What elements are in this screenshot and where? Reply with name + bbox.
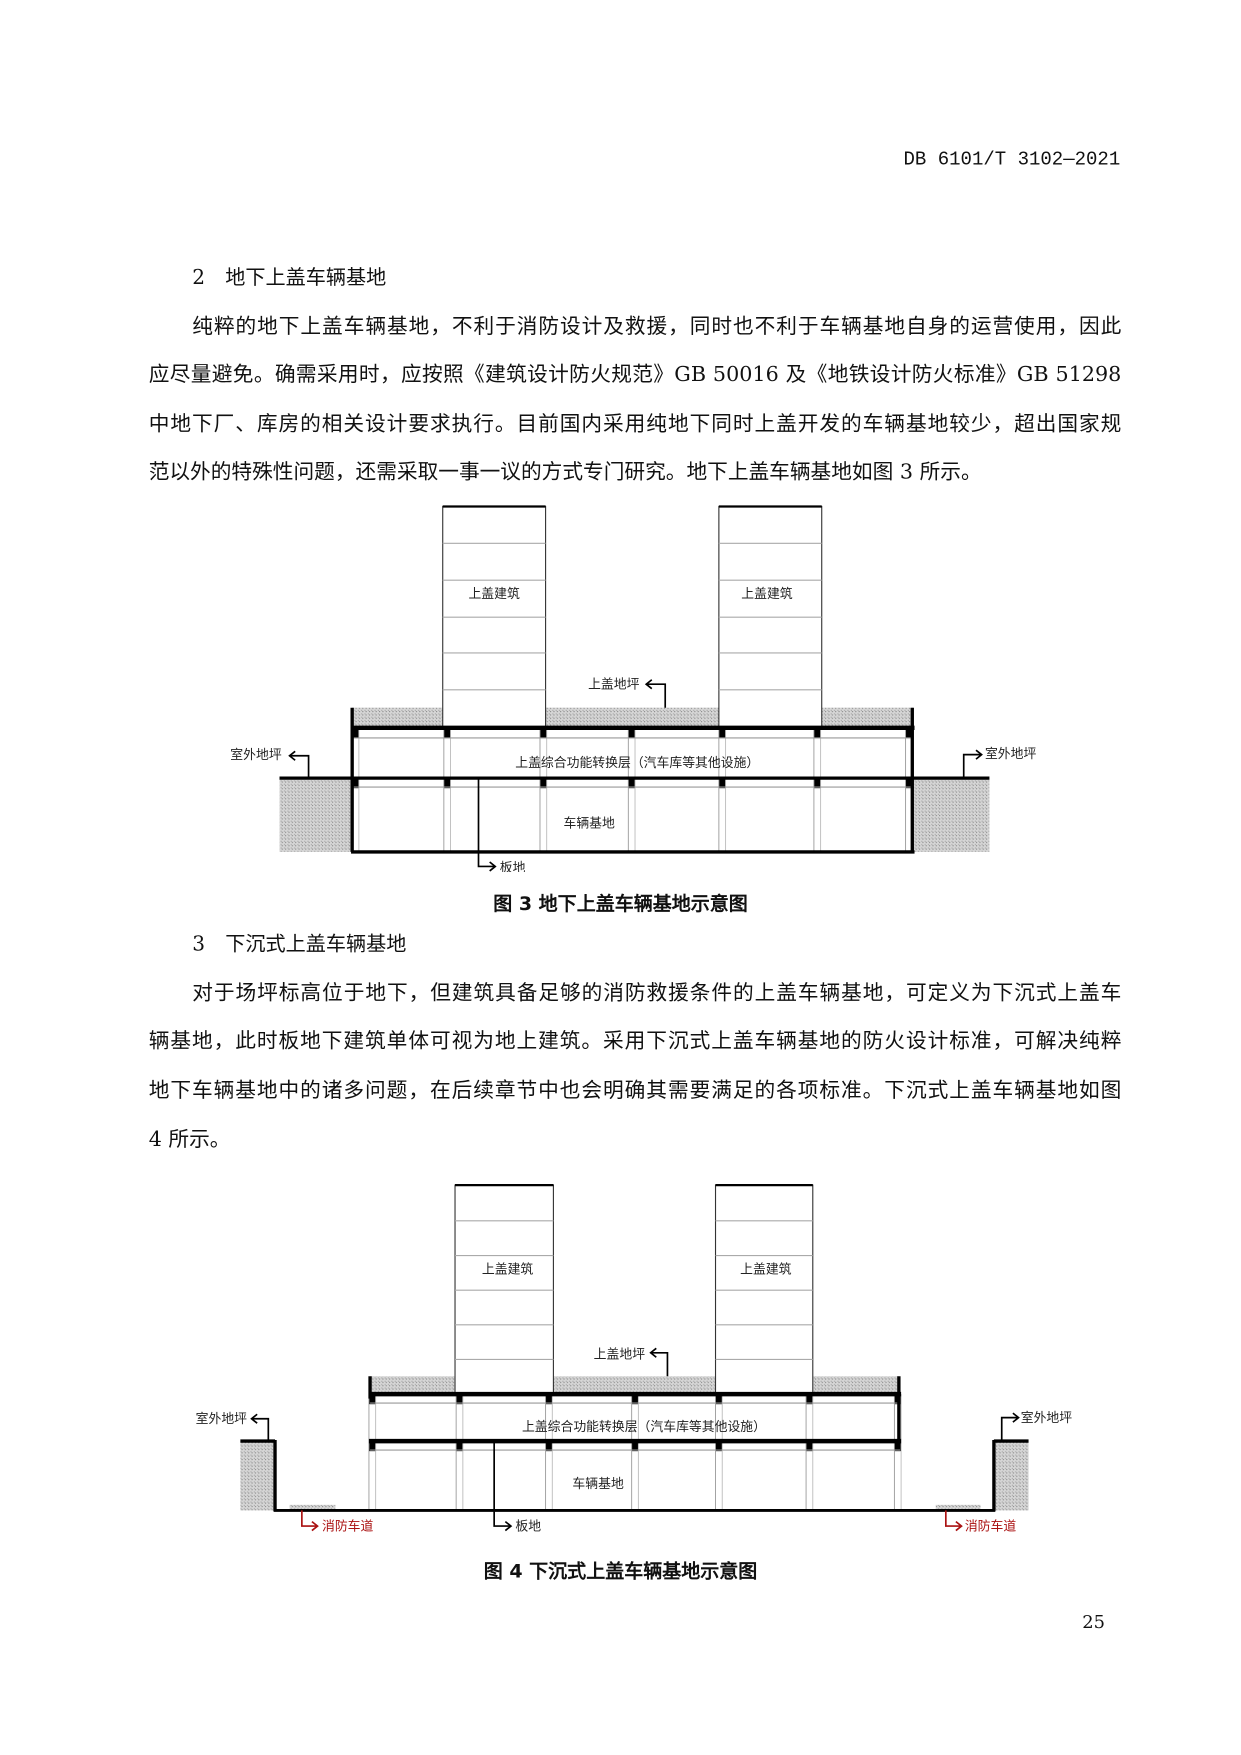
- road-hatch: [935, 1504, 981, 1510]
- outdoor-ground-label-left: 室外地坪: [196, 1411, 248, 1427]
- transfer-level-label: 上盖综合功能转换层（汽车库等其他设施）: [522, 1419, 766, 1435]
- column-cap: [715, 1441, 723, 1452]
- column-cap: [905, 778, 913, 789]
- slab-label: 板地: [500, 861, 526, 872]
- depot-label: 车辆基地: [563, 815, 615, 831]
- arrowhead-icon: [288, 750, 296, 761]
- column-cap: [368, 1441, 376, 1452]
- column-cap: [813, 778, 821, 789]
- fire-lane-leader: [944, 1510, 962, 1527]
- transfer-level-label: 上盖综合功能转换层（汽车库等其他设施）: [515, 755, 759, 771]
- building-label: 上盖建筑: [468, 586, 520, 602]
- soil-hatch: [279, 778, 353, 852]
- soil-hatch: [370, 1376, 456, 1395]
- column-cap: [545, 1441, 553, 1452]
- column-cap: [894, 1441, 902, 1452]
- soil-hatch: [240, 1441, 276, 1511]
- column-cap: [456, 1394, 463, 1405]
- slab-label: 板地: [515, 1520, 541, 1535]
- outdoor-ground-leader: [962, 753, 982, 779]
- column-cap: [539, 778, 547, 789]
- column-cap: [631, 1394, 639, 1405]
- outdoor-ground-label-right: 室外地坪: [985, 746, 1037, 762]
- figure-3-caption: 图 3 地下上盖车辆基地示意图: [493, 893, 748, 916]
- road-hatch: [289, 1504, 336, 1510]
- deck-ground-leader: [646, 683, 667, 708]
- paragraph-line: 4 所示。: [148, 1128, 231, 1152]
- soil-hatch: [812, 1376, 899, 1395]
- column-cap: [806, 1394, 813, 1405]
- arrowhead-icon: [489, 861, 497, 872]
- paragraph-line: 辆基地，此时板地下建筑单体可视为地上建筑。采用下沉式上盖车辆基地的防火设计标准，…: [148, 1029, 1122, 1054]
- column-cap: [715, 1394, 723, 1405]
- section-heading-3: 3 下沉式上盖车辆基地: [192, 932, 407, 956]
- arrowhead-icon: [504, 1520, 513, 1532]
- fire-lane-label-right: 消防车道: [965, 1519, 1017, 1535]
- figure-4-diagram: 上盖建筑 上盖建筑 上盖地坪 室外地坪 室外地坪 上盖综合功能转换层（汽车库等其…: [196, 1183, 1073, 1535]
- soil-hatch: [993, 1441, 1029, 1511]
- paragraph-line: 范以外的特殊性问题，还需采取一事一议的方式专门研究。地下上盖车辆基地如图 3 所…: [148, 460, 982, 485]
- slab-leader: [477, 778, 496, 868]
- column-cap: [443, 727, 451, 738]
- soil-hatch: [913, 778, 990, 852]
- soil-hatch: [553, 1376, 716, 1395]
- deck-ground-label: 上盖地坪: [588, 678, 640, 693]
- column-cap: [352, 727, 359, 738]
- fire-lane-leader: [301, 1510, 318, 1527]
- paragraph-line: 应尽量避免。确需采用时，应按照《建筑设计防火规范》GB 50016 及《地铁设计…: [148, 363, 1122, 387]
- figure-3-diagram: 上盖建筑 上盖建筑 上盖地坪 室外地坪 室外地坪 上盖综合功能转换层（汽车库等其…: [230, 505, 1037, 872]
- paragraph-line: 中地下厂、库房的相关设计要求执行。目前国内采用纯地下同时上盖开发的车辆基地较少，…: [148, 412, 1122, 437]
- fire-lane-label-left: 消防车道: [322, 1519, 374, 1535]
- figure-4-caption: 图 4 下沉式上盖车辆基地示意图: [483, 1560, 758, 1584]
- arrowhead-icon: [1012, 1412, 1020, 1423]
- column-cap: [806, 1441, 813, 1452]
- document-code: DB 6101/T 3102—2021: [903, 149, 1121, 172]
- arrowhead-icon: [975, 749, 983, 760]
- arrowhead-icon: [250, 1413, 258, 1424]
- column-cap: [628, 727, 636, 738]
- column-cap: [539, 727, 547, 738]
- depot-label: 车辆基地: [572, 1476, 624, 1492]
- outdoor-ground-leader: [251, 1417, 270, 1442]
- outdoor-ground-label-left: 室外地坪: [230, 747, 282, 763]
- soil-hatch: [352, 707, 443, 728]
- slab-leader: [493, 1441, 511, 1527]
- building-label: 上盖建筑: [741, 586, 793, 602]
- outdoor-ground-leader: [289, 754, 310, 779]
- building-label: 上盖建筑: [740, 1261, 792, 1277]
- outdoor-ground-label-right: 室外地坪: [1021, 1410, 1073, 1426]
- soil-hatch: [821, 707, 914, 728]
- column-cap: [456, 1441, 463, 1452]
- paragraph-line: 纯粹的地下上盖车辆基地，不利于消防设计及救援，同时也不利于车辆基地自身的运营使用…: [192, 315, 1122, 339]
- column-cap: [545, 1394, 553, 1405]
- paragraph-line: 地下车辆基地中的诸多问题，在后续章节中也会明确其需要满足的各项标准。下沉式上盖车…: [148, 1078, 1122, 1103]
- building-label: 上盖建筑: [482, 1261, 534, 1277]
- soil-hatch: [545, 707, 719, 728]
- column-cap: [443, 778, 451, 789]
- paragraph-line: 对于场坪标高位于地下，但建筑具备足够的消防救援条件的上盖车辆基地，可定义为下沉式…: [192, 981, 1122, 1006]
- column-cap: [368, 1394, 376, 1405]
- outdoor-ground-leader: [1000, 1416, 1019, 1442]
- section-heading-2: 2 地下上盖车辆基地: [192, 266, 387, 290]
- arrowhead-icon: [955, 1520, 963, 1532]
- column-cap: [352, 778, 359, 789]
- column-cap: [718, 778, 726, 789]
- deck-ground-leader: [650, 1351, 669, 1377]
- column-cap: [628, 778, 636, 789]
- column-cap: [905, 727, 913, 738]
- deck-ground-label: 上盖地坪: [594, 1347, 646, 1362]
- column-cap: [631, 1441, 639, 1452]
- column-cap: [813, 727, 821, 738]
- arrowhead-icon: [311, 1520, 319, 1532]
- arrowhead-icon: [644, 679, 653, 690]
- page-number: 25: [1082, 1611, 1105, 1633]
- arrowhead-icon: [649, 1347, 657, 1358]
- column-cap: [718, 727, 726, 738]
